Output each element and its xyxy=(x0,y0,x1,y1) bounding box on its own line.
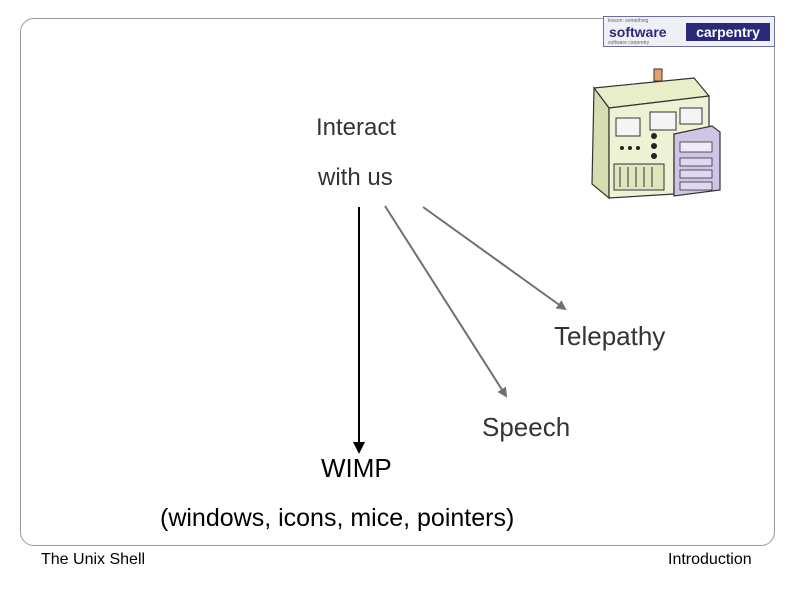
logo-tagline-2: software carpentry xyxy=(608,40,650,46)
arrow-to-telepathy xyxy=(422,206,567,311)
logo-word-carpentry: carpentry xyxy=(686,23,770,41)
target-label-wimp: WIMP xyxy=(321,453,392,483)
wimp-expansion-label: (windows, icons, mice, pointers) xyxy=(160,504,515,532)
source-label-with-us: with us xyxy=(318,164,393,191)
arrow-to-speech xyxy=(384,205,508,398)
footer-section-title: Introduction xyxy=(668,551,752,568)
source-label-interact: Interact xyxy=(316,114,397,141)
software-carpentry-logo: lesson: something software carpentry sof… xyxy=(603,16,775,47)
logo-word-software: software xyxy=(609,24,667,40)
target-label-telepathy: Telepathy xyxy=(554,321,666,351)
target-label-speech: Speech xyxy=(482,412,571,442)
computer-clipart-icon xyxy=(591,68,721,200)
slide-border xyxy=(20,18,775,546)
logo-tagline-1: lesson: something xyxy=(608,18,649,24)
footer-course-title: The Unix Shell xyxy=(41,551,146,568)
